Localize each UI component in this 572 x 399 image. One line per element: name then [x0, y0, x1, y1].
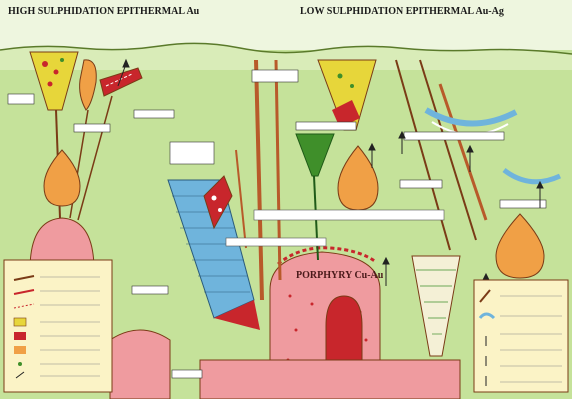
heading-high-sulphidation: HIGH SULPHIDATION EPITHERMAL Au	[8, 6, 200, 17]
basement-intrusion	[200, 360, 460, 399]
porphyry-label: PORPHYRY Cu-Au	[296, 270, 384, 281]
paleo-water-table-bar	[254, 210, 444, 220]
breccia-icon	[14, 318, 26, 326]
intrusion-bottom-left	[110, 330, 170, 399]
legend-right	[474, 280, 568, 392]
heading-low-sulphidation: LOW SULPHIDATION EPITHERMAL Au-Ag	[300, 6, 504, 17]
legend-left	[4, 260, 112, 392]
